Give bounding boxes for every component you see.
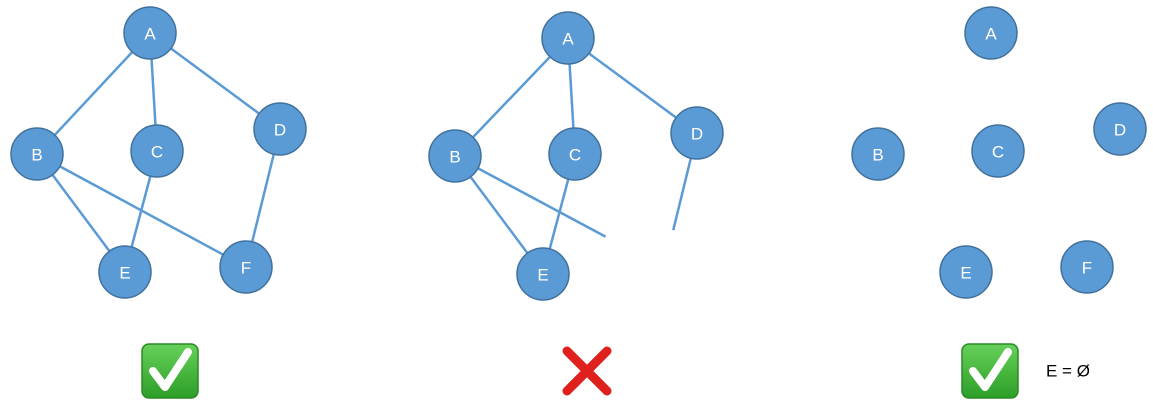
- node-circle: [98, 245, 152, 299]
- node-label: D: [274, 121, 286, 140]
- node-label: B: [872, 146, 883, 165]
- node-C: C: [971, 124, 1025, 178]
- node-D: D: [670, 106, 724, 160]
- node-E: E: [939, 245, 993, 299]
- node-label: A: [985, 25, 997, 44]
- node-circle: [516, 247, 570, 301]
- dangling-edge-B-F: [454, 154, 607, 238]
- node-F: F: [219, 240, 273, 294]
- node-circle: [939, 245, 993, 299]
- node-A: A: [541, 11, 595, 65]
- node-E: E: [98, 245, 152, 299]
- node-circle: [130, 124, 184, 178]
- node-B: B: [428, 129, 482, 183]
- node-label: B: [31, 146, 42, 165]
- node-C: C: [548, 127, 602, 181]
- node-A: A: [964, 6, 1018, 60]
- edge-A-B: [36, 32, 151, 155]
- node-circle: [253, 102, 307, 156]
- node-label: F: [241, 259, 251, 278]
- node-label: E: [119, 264, 130, 283]
- node-circle: [123, 6, 177, 60]
- edge-A-B: [454, 37, 569, 157]
- node-circle: [541, 11, 595, 65]
- node-circle: [428, 129, 482, 183]
- node-circle: [1060, 240, 1114, 294]
- node-circle: [851, 127, 905, 181]
- graph-panel-broken: A B C D E: [428, 11, 724, 301]
- node-circle: [971, 124, 1025, 178]
- node-D: D: [253, 102, 307, 156]
- node-label: E: [960, 264, 971, 283]
- node-C: C: [130, 124, 184, 178]
- node-label: F: [1082, 259, 1092, 278]
- node-label: A: [562, 30, 574, 49]
- graph-panel-complete: A B C D E F: [10, 6, 307, 299]
- check-mark-icon: [961, 343, 1019, 399]
- node-label: B: [449, 148, 460, 167]
- node-circle: [1093, 102, 1147, 156]
- node-circle: [219, 240, 273, 294]
- node-circle: [10, 127, 64, 181]
- node-B: B: [851, 127, 905, 181]
- node-circle: [548, 127, 602, 181]
- node-label: C: [151, 143, 163, 162]
- node-B: B: [10, 127, 64, 181]
- node-label: D: [1114, 121, 1126, 140]
- graph-panel-empty-edges: A B C D E F: [851, 6, 1147, 299]
- check-mark-icon: [141, 343, 199, 399]
- cross-mark-icon: [562, 346, 612, 396]
- node-F: F: [1060, 240, 1114, 294]
- node-circle: [964, 6, 1018, 60]
- empty-edge-set-caption: E = Ø: [1046, 362, 1090, 381]
- node-A: A: [123, 6, 177, 60]
- node-label: D: [691, 125, 703, 144]
- node-circle: [670, 106, 724, 160]
- edge-A-D: [149, 31, 281, 131]
- node-label: C: [569, 146, 581, 165]
- node-label: C: [992, 143, 1004, 162]
- node-label: A: [144, 25, 156, 44]
- node-label: E: [537, 266, 548, 285]
- node-D: D: [1093, 102, 1147, 156]
- node-E: E: [516, 247, 570, 301]
